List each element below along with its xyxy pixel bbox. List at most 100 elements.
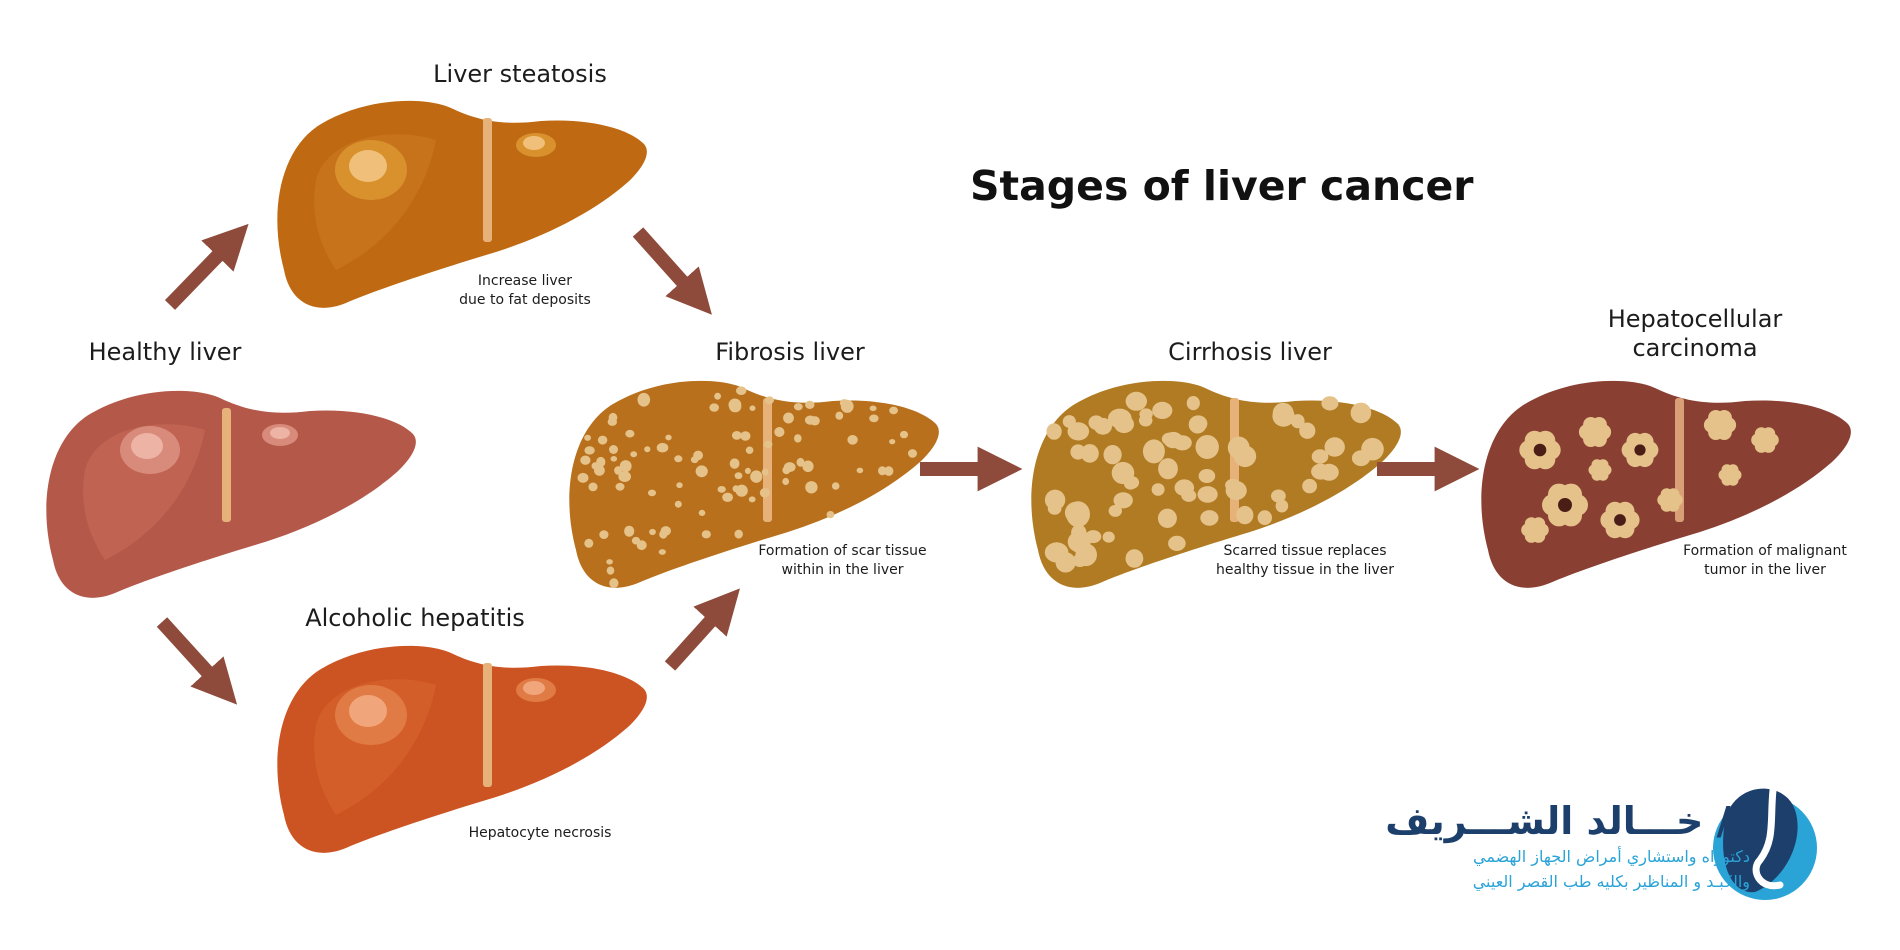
nodule — [826, 511, 835, 519]
nodule — [745, 446, 754, 454]
nodule — [761, 468, 769, 476]
nodule — [750, 470, 763, 483]
nodule — [609, 578, 619, 589]
nodule — [1108, 504, 1122, 517]
nodule — [656, 442, 669, 453]
cirrhosis-description: Scarred tissue replaces healthy tissue i… — [1215, 543, 1395, 578]
nodule — [1272, 402, 1294, 423]
nodule — [793, 403, 803, 411]
brand-name: د/ خـــالد الشـــريف — [1385, 799, 1750, 843]
nodule — [660, 526, 671, 536]
nodule — [625, 429, 635, 438]
nodule — [736, 386, 747, 395]
fibrosis-liver-label: Fibrosis liver — [715, 338, 865, 366]
nodule — [637, 392, 651, 407]
nodule — [698, 509, 706, 516]
nodule — [606, 566, 615, 575]
nodule — [794, 434, 802, 443]
nodule — [709, 403, 719, 412]
arrow-steatosis-to-fibrosis — [632, 227, 712, 315]
nodule — [1321, 396, 1339, 411]
brand-block: د/ خـــالد الشـــريف دكتوراه واستشاري أم… — [1385, 799, 1750, 895]
nodule — [884, 466, 894, 476]
nodule — [1163, 431, 1183, 449]
cirrhosis-liver-label: Cirrhosis liver — [1168, 338, 1332, 366]
nodule — [676, 482, 683, 489]
nodule — [665, 434, 672, 441]
nodule — [647, 489, 657, 497]
fibrosis-liver-image — [569, 380, 939, 589]
nodule — [869, 414, 879, 423]
tumor-core — [1558, 498, 1572, 512]
tumor-body — [1722, 467, 1738, 483]
nodule — [693, 450, 703, 461]
nodule — [674, 455, 683, 463]
nodule — [1350, 402, 1372, 424]
hepatitis-liver-label: Alcoholic hepatitis — [305, 604, 525, 632]
nodule — [1151, 483, 1165, 496]
hepatitis-description: Hepatocyte necrosis — [468, 825, 612, 841]
tumor-body — [1661, 491, 1679, 509]
tumor-body — [1592, 462, 1608, 478]
nodule — [1103, 445, 1122, 465]
nodule — [1198, 469, 1216, 483]
nodule — [908, 449, 917, 458]
nodule — [584, 446, 595, 455]
nodule — [591, 462, 599, 470]
nodule — [1197, 486, 1218, 503]
nodule — [599, 530, 609, 539]
nodule — [847, 435, 858, 445]
nodule — [1257, 510, 1272, 526]
nodule — [840, 399, 854, 413]
nodule — [1324, 437, 1345, 457]
nodule — [1046, 423, 1062, 440]
nodule — [782, 477, 790, 486]
nodule — [796, 457, 805, 467]
nodule — [1181, 489, 1197, 502]
nodule — [658, 549, 666, 555]
nodule — [740, 431, 751, 441]
nodule — [674, 500, 682, 508]
nodule — [744, 467, 751, 474]
nodule — [1072, 553, 1088, 567]
nodule — [749, 405, 756, 411]
nodule — [774, 427, 785, 437]
nodule — [764, 396, 774, 405]
nodule — [878, 466, 887, 476]
nodule — [1351, 450, 1371, 467]
nodule — [1067, 531, 1091, 553]
nodule — [869, 405, 877, 412]
nodule — [1225, 478, 1241, 492]
nodule — [1157, 508, 1177, 528]
nodule — [1102, 531, 1115, 543]
brand-subtitle-line1: دكتوراه واستشاري أمراض الجهاز الهضمي — [1473, 846, 1750, 866]
nodule — [714, 392, 721, 400]
nodule — [1070, 444, 1086, 460]
arrow-healthy-to-hepatitis — [156, 617, 238, 705]
tumor-core — [1533, 443, 1547, 457]
nodule — [1168, 535, 1186, 551]
nodule — [588, 482, 598, 492]
nodule — [580, 455, 591, 465]
nodule — [764, 440, 773, 449]
tumor-body — [1709, 414, 1731, 436]
nodule — [584, 538, 594, 548]
nodule — [644, 446, 651, 453]
nodule — [630, 451, 638, 458]
carcinoma-liver-image — [1481, 380, 1851, 588]
nodule — [1200, 510, 1219, 526]
arrow-healthy-to-steatosis — [164, 223, 249, 310]
hepatitis-liver-image — [277, 645, 647, 853]
nodule — [609, 445, 618, 454]
carcinoma-liver-label: Hepatocellular carcinoma — [1607, 305, 1783, 362]
flow-arrows — [156, 223, 1480, 705]
nodule — [1108, 408, 1132, 429]
steatosis-description: Increase liver due to fat deposits — [459, 273, 591, 308]
tumor-core — [1614, 514, 1626, 526]
nodule — [1125, 391, 1147, 411]
nodule — [1302, 478, 1317, 494]
steatosis-liver-label: Liver steatosis — [433, 60, 607, 88]
tumor-body — [1584, 421, 1606, 443]
fibrosis-description: Formation of scar tissue within in the l… — [758, 543, 927, 578]
